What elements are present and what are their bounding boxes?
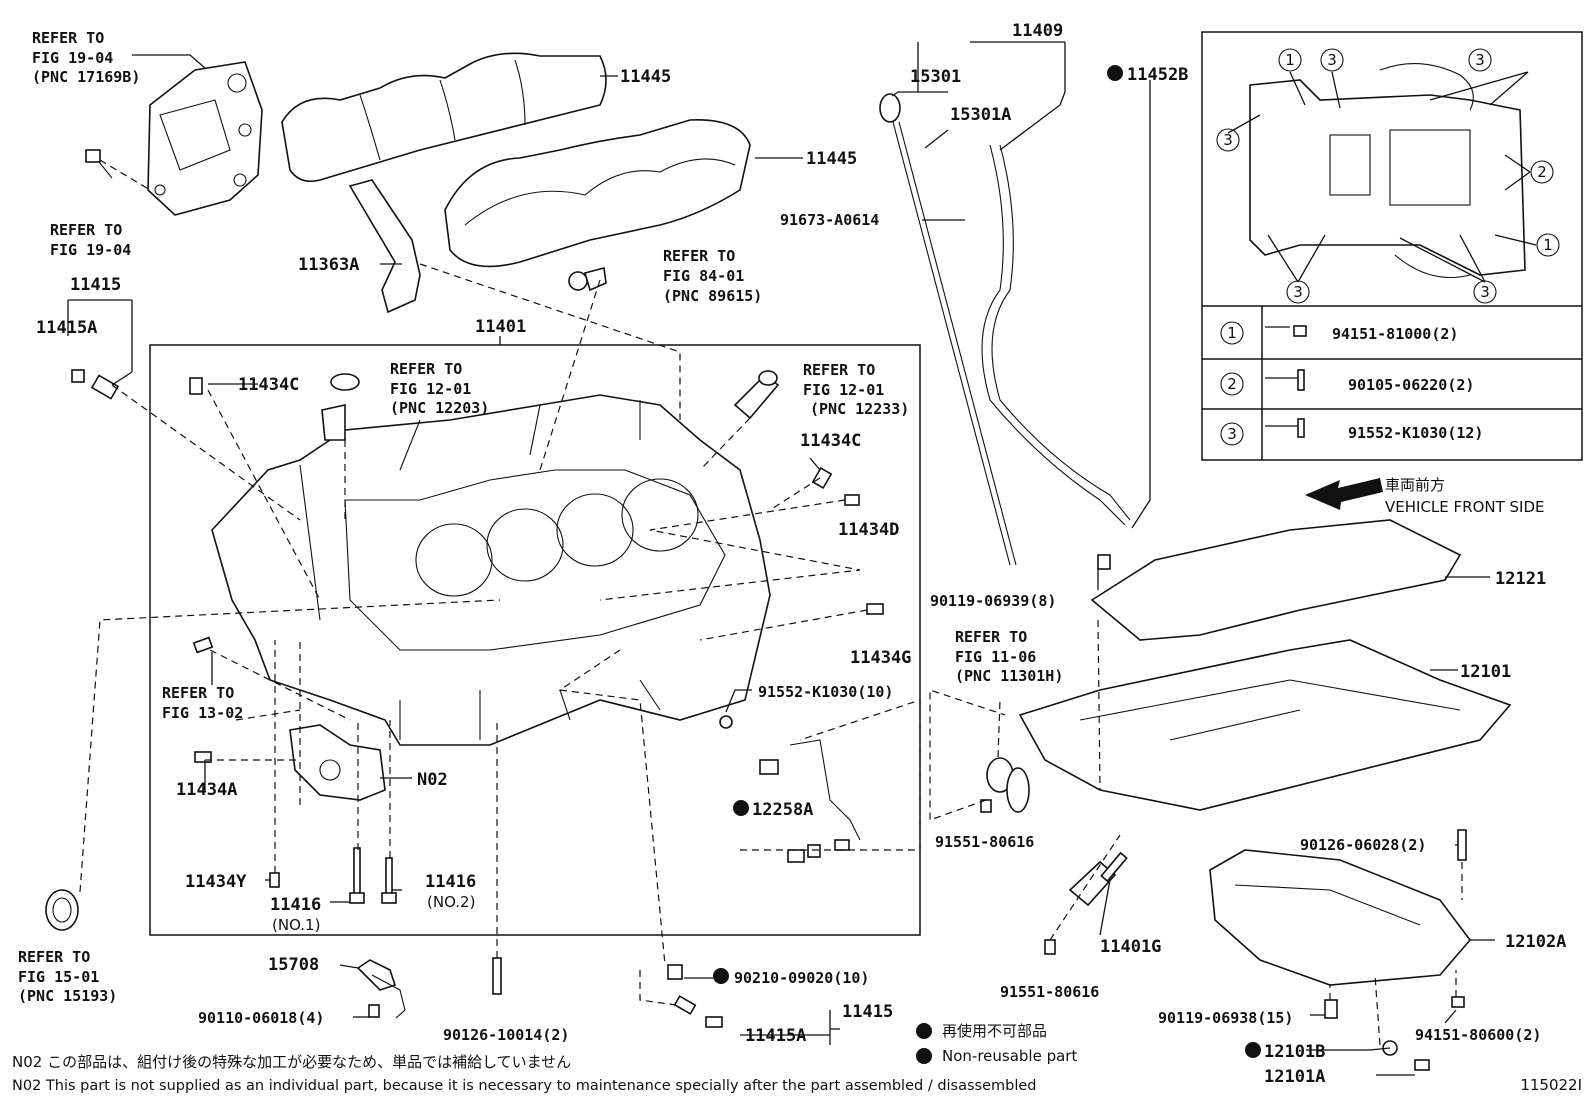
part-15301a: 15301A [950,105,1011,125]
bearing-cap-bolts-drawing [349,847,397,904]
refer-fig12-01-a: REFER TO FIG 12-01 (PNC 12203) [390,360,489,417]
part-90126-06028: 90126-06028(2) [1300,836,1426,854]
refer-fig84-01: REFER TO FIG 84-01 (PNC 89615) [663,247,762,305]
note-jp: N02 この部品は、組付け後の特殊な加工が必要なため、単品では補給していません [12,1053,571,1071]
part-12101a: 12101A [1264,1067,1325,1087]
svg-text:車両前方: 車両前方 [1385,476,1445,494]
svg-text:3: 3 [1223,131,1233,149]
bracket-11363a-drawing [348,179,421,314]
svg-text:1: 1 [1227,324,1237,342]
refer-fig15-01: REFER TO FIG 15-01 (PNC 15193) [18,948,117,1005]
part-11415-bottom: 11415 [842,1002,893,1022]
part-11434c-a: 11434C [238,375,299,395]
oil-jet-drawing [759,739,861,863]
bolt-drawing [85,149,113,179]
part-11445-a: 11445 [620,67,671,87]
part-94151-80600: 94151-80600(2) [1415,1026,1541,1044]
leader-lines [67,41,1537,1076]
part-11416-no2-sub: (NO.2) [427,893,475,911]
sensor-drawing [568,266,607,292]
part-11434g: 11434G [850,648,911,668]
svg-text:2: 2 [1537,163,1547,181]
svg-text:3: 3 [1475,51,1485,69]
svg-text:3: 3 [1227,425,1237,443]
figure-id: 115022I [1520,1076,1582,1094]
water-jacket-spacer-drawing [281,52,751,268]
part-12101: 12101 [1460,662,1511,682]
part-12101b: 12101B [1264,1042,1325,1062]
oil-pan-lower-drawing [1209,849,1472,986]
inset-part-3: 91552-K1030(12) [1348,424,1483,442]
part-11416-no1-sub: (NO.1) [272,916,320,934]
main-block-frame [149,344,921,936]
part-11363a: 11363A [298,255,359,275]
part-90126-10014: 90126-10014(2) [443,1026,569,1044]
arrow-left-icon [1305,478,1383,510]
part-11434a: 11434A [176,780,237,800]
legend-jp: 再使用不可部品 [942,1022,1047,1040]
part-11416-no1: 11416 [270,895,321,915]
svg-text:1: 1 [1285,51,1295,69]
part-12102a: 12102A [1505,932,1566,952]
part-11401: 11401 [475,317,526,337]
legend-en: Non-reusable part [942,1047,1077,1065]
part-12121: 12121 [1495,569,1546,589]
water-outlet-drawing [321,370,780,441]
part-15301: 15301 [910,67,961,87]
cylinder-block-drawing [211,394,771,746]
inset-oil-pan-drawing [1249,63,1526,278]
oil-level-sensor-drawing [1068,851,1128,907]
vehicle-front-indicator: 車両前方 VEHICLE FRONT SIDE [1305,476,1545,516]
svg-text:3: 3 [1480,283,1490,301]
refer-fig19-04-a: REFER TO FIG 19-04 (PNC 17169B) [32,29,140,86]
svg-text:VEHICLE FRONT SIDE: VEHICLE FRONT SIDE [1385,498,1545,516]
part-11434d: 11434D [838,520,899,540]
inset-frame [1201,31,1583,461]
dipstick-drawing [879,93,1131,566]
part-91551-80616-b: 91551-80616 [1000,983,1099,1001]
svg-text:2: 2 [1227,375,1237,393]
part-15708: 15708 [268,955,319,975]
part-11415a-bottom: 11415A [745,1026,806,1046]
part-11434y: 11434Y [185,872,247,892]
part-12258a: 12258A [752,800,813,820]
refer-fig13-02: REFER TO FIG 13-02 [162,684,243,722]
oil-pan-upper-drawing [986,519,1512,811]
part-90210-09020: 90210-09020(10) [734,969,869,987]
svg-text:3: 3 [1293,283,1303,301]
svg-text:3: 3 [1327,51,1337,69]
refer-fig19-04-b: REFER TO FIG 19-04 [50,221,131,259]
inset-callouts: 1 3 3 3 3 2 1 3 3 [1216,48,1560,304]
bracket-15708-drawing [356,959,406,1019]
svg-text:1: 1 [1543,236,1553,254]
note-en: N02 This part is not supplied as an indi… [12,1078,1037,1094]
part-11415a-top: 11415A [36,318,97,338]
part-11409: 11409 [1012,21,1063,41]
timing-cover-bracket-drawing [147,61,263,216]
part-90119-06939: 90119-06939(8) [930,592,1056,610]
inset-part-2: 90105-06220(2) [1348,376,1474,394]
assembly-lines [79,159,1463,1046]
inset-part-1: 94151-81000(2) [1332,325,1458,343]
part-11416-no2: 11416 [425,872,476,892]
part-90119-06938: 90119-06938(15) [1158,1009,1293,1027]
part-91552-k1030-10: 91552-K1030(10) [758,683,893,701]
part-11401g: 11401G [1100,937,1161,957]
refer-fig11-06: REFER TO FIG 11-06 (PNC 11301H) [955,628,1063,685]
bearing-cap-drawing [289,724,386,801]
part-11452b: 11452B [1127,65,1188,85]
inset-table: 1 2 3 94151-81000(2) 90105-06220(2) 9155… [1220,321,1483,446]
refer-fig12-01-b: REFER TO FIG 12-01 (PNC 12233) [803,361,909,418]
part-91551-80616-a: 91551-80616 [935,833,1034,851]
part-11434c-b: 11434C [800,431,861,451]
part-90110-06018: 90110-06018(4) [198,1009,324,1027]
part-11445-b: 11445 [806,149,857,169]
part-11415-top: 11415 [70,275,121,295]
part-91673-a0614: 91673-A0614 [780,211,879,229]
part-n02: N02 [417,770,448,790]
